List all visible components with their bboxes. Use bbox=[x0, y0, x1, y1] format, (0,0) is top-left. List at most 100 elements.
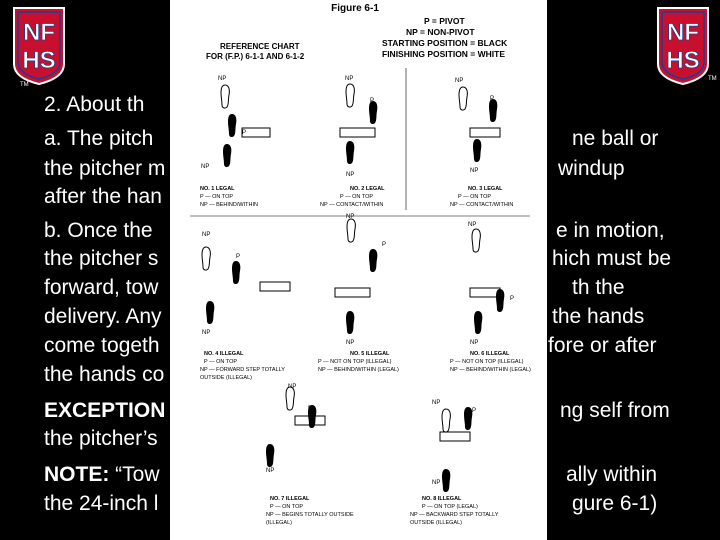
nfhs-logo-right: NF HS bbox=[656, 6, 710, 86]
caption-3-line-1: NO. 3 LEGAL bbox=[468, 186, 503, 192]
np-label: NP bbox=[470, 168, 478, 174]
text-line-7-left: forward, tow bbox=[44, 276, 159, 299]
pitching-plate bbox=[469, 127, 501, 138]
np-start-foot-icon bbox=[473, 139, 482, 163]
diagram-8: NP P NP NO. 8 ILLEGAL P — ON TOP (LEGAL)… bbox=[410, 400, 499, 526]
p-label: P bbox=[308, 406, 312, 412]
text-line-8-right: the hands bbox=[552, 305, 645, 328]
pitching-plate bbox=[334, 287, 371, 298]
figure-title: Figure 6-1 bbox=[331, 3, 379, 14]
text-line-1: 2. About th bbox=[44, 93, 145, 116]
p-label: P bbox=[472, 408, 476, 414]
text-line-11-right: ng self from bbox=[560, 399, 670, 422]
caption-7-line-4: (ILLEGAL) bbox=[266, 520, 292, 526]
caption-5-line-2: P — NOT ON TOP (ILLEGAL) bbox=[318, 359, 392, 365]
np-label: NP bbox=[346, 340, 354, 346]
text-line-10-left: the hands co bbox=[44, 363, 165, 386]
np-label: NP bbox=[468, 222, 476, 228]
p-label: P bbox=[370, 98, 374, 104]
caption-5-line-3: NP — BEHIND/WITHIN (LEGAL) bbox=[318, 367, 399, 373]
figure-canvas: Figure 6-1 P = PIVOT NP = NON-PIVOT STAR… bbox=[190, 3, 531, 526]
text-line-3-left: the pitcher m bbox=[44, 157, 166, 180]
p-start-foot-icon bbox=[369, 101, 378, 125]
np-finish-foot-icon bbox=[220, 84, 230, 109]
p-start-foot-icon bbox=[489, 99, 498, 123]
pitching-plate bbox=[439, 431, 471, 442]
caption-4-line-2: P — ON TOP bbox=[204, 359, 237, 365]
pitching-plate bbox=[259, 281, 291, 292]
nfhs-logo-left: NF HS bbox=[12, 6, 66, 86]
logo-letters-top: NF bbox=[23, 19, 55, 46]
chart-title-line-2: FOR (F.P.) 6-1-1 AND 6-1-2 bbox=[206, 52, 305, 61]
logo-tm-right: TM bbox=[708, 76, 717, 82]
text-line-13-left: NOTE: bbox=[44, 463, 110, 486]
p-label: P bbox=[382, 242, 386, 248]
caption-4-line-1: NO. 4 ILLEGAL bbox=[204, 351, 244, 357]
logo-tm-left: TM bbox=[20, 82, 29, 88]
text-line-2-left: a. The pitch bbox=[44, 127, 154, 150]
text-line-11-left: EXCEPTION bbox=[44, 399, 166, 422]
np-finish-foot-icon bbox=[458, 86, 468, 111]
np-label: NP bbox=[432, 400, 440, 406]
legend-line-1: P = PIVOT bbox=[424, 16, 466, 26]
caption-3-line-3: NP — CONTACT/WITHIN bbox=[450, 202, 513, 208]
diagram-6: NP P NP NO. 6 ILLEGAL P — NOT ON TOP (IL… bbox=[450, 222, 531, 373]
diagram-7: NP P NP NO. 7 ILLEGAL P — ON TOP NP — BE… bbox=[266, 384, 354, 526]
np-finish-foot-icon bbox=[345, 83, 355, 108]
caption-6-line-3: NP — BEHIND/WITHIN (LEGAL) bbox=[450, 367, 531, 373]
diagram-3: NP P NP NO. 3 LEGAL P — ON TOP NP — CONT… bbox=[450, 78, 513, 208]
caption-1-line-2: P — ON TOP bbox=[200, 194, 233, 200]
diagram-1: NP P NP NO. 1 LEGAL P — ON TOP NP — BEHI… bbox=[200, 76, 271, 208]
np-finish-foot-icon bbox=[346, 218, 356, 243]
np-start-foot-icon bbox=[223, 144, 232, 168]
np-finish-foot-icon bbox=[471, 228, 481, 253]
np-start-foot-icon bbox=[206, 301, 215, 325]
p-label: P bbox=[510, 296, 514, 302]
logo-letters-bottom: HS bbox=[666, 47, 699, 74]
caption-4-line-4: OUTSIDE (ILLEGAL) bbox=[200, 375, 252, 381]
p-start-foot-icon bbox=[232, 261, 241, 285]
caption-4-line-3: NP — FORWARD STEP TOTALLY bbox=[200, 367, 285, 373]
np-start-foot-icon bbox=[346, 141, 355, 165]
np-finish-foot-icon bbox=[201, 246, 211, 271]
caption-1-line-1: NO. 1 LEGAL bbox=[200, 186, 235, 192]
text-line-2-right: ne ball or bbox=[572, 127, 659, 150]
caption-6-line-1: NO. 6 ILLEGAL bbox=[470, 351, 510, 357]
text-line-7-right: th the bbox=[572, 276, 625, 299]
diagram-2: NP P NP NO. 2 LEGAL P — ON TOP NP — CONT… bbox=[320, 76, 385, 208]
diagram-4: NP P NP NO. 4 ILLEGAL P — ON TOP NP — FO… bbox=[200, 232, 291, 381]
text-line-8-left: delivery. Any bbox=[44, 305, 162, 328]
p-start-foot-icon bbox=[228, 114, 237, 138]
caption-8-line-3: NP — BACKWARD STEP TOTALLY bbox=[410, 512, 499, 518]
caption-7-line-1: NO. 7 ILLEGAL bbox=[270, 496, 310, 502]
p-label: P bbox=[236, 254, 240, 260]
text-line-14-left: the 24-inch l bbox=[44, 492, 159, 515]
caption-1-line-3: NP — BEHIND/WITHIN bbox=[200, 202, 258, 208]
text-line-6-right: hich must be bbox=[552, 247, 672, 270]
caption-6-line-2: P — NOT ON TOP (ILLEGAL) bbox=[450, 359, 524, 365]
caption-8-line-2: P — ON TOP (LEGAL) bbox=[422, 504, 478, 510]
np-start-foot-icon bbox=[474, 311, 483, 335]
logo-letters-top: NF bbox=[667, 19, 699, 46]
text-line-12-left: the pitcher’s bbox=[44, 427, 158, 450]
p-label: P bbox=[490, 96, 494, 102]
np-start-foot-icon bbox=[266, 444, 275, 468]
np-label: NP bbox=[201, 164, 209, 170]
np-label: NP bbox=[266, 468, 274, 474]
np-finish-foot-icon bbox=[285, 386, 295, 411]
text-line-4-left: after the han bbox=[44, 185, 162, 208]
pitching-plate bbox=[241, 127, 271, 138]
caption-3-line-2: P — ON TOP bbox=[458, 194, 491, 200]
text-line-13-mid: “Tow bbox=[109, 463, 160, 486]
caption-7-line-3: NP — BEGINS TOTALLY OUTSIDE bbox=[266, 512, 354, 518]
figure-6-1: Figure 6-1 P = PIVOT NP = NON-PIVOT STAR… bbox=[170, 0, 547, 540]
caption-8-line-4: OUTSIDE (ILLEGAL) bbox=[410, 520, 462, 526]
np-label: NP bbox=[432, 480, 440, 486]
chart-title-line-1: REFERENCE CHART bbox=[220, 42, 300, 51]
logo-letters-bottom: HS bbox=[22, 47, 55, 74]
np-label: NP bbox=[202, 232, 210, 238]
np-finish-foot-icon bbox=[441, 408, 451, 433]
p-start-foot-icon bbox=[496, 289, 505, 313]
pitching-plate bbox=[469, 287, 501, 298]
